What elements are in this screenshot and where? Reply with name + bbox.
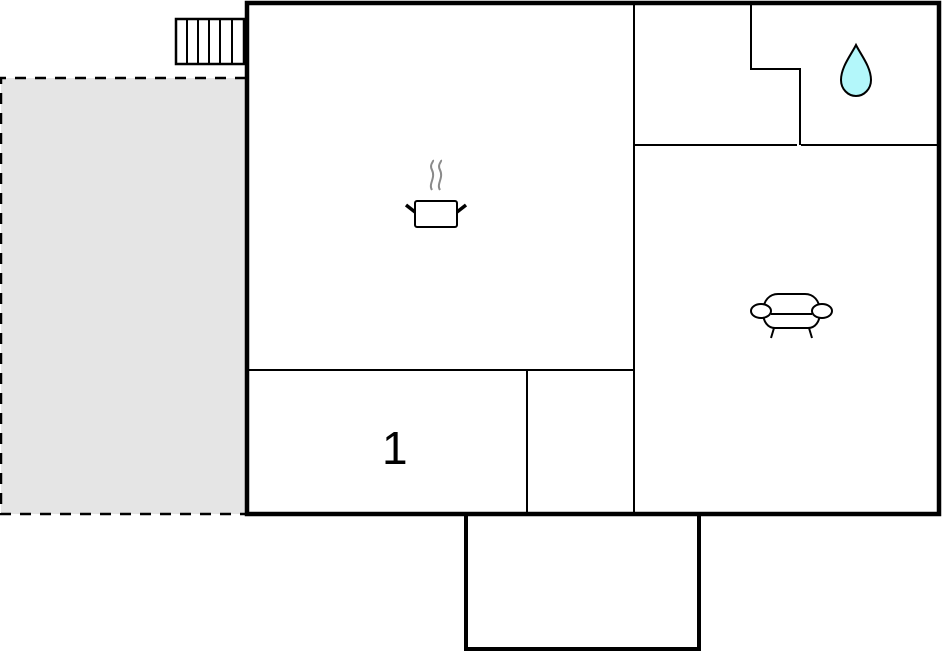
bedroom-number-label: 1 (382, 422, 408, 474)
sofa-icon (750, 293, 833, 339)
cooking-pot-icon (404, 159, 468, 228)
porch (464, 514, 701, 651)
terrace (0, 76, 246, 516)
interior-walls (247, 3, 938, 514)
stairs (174, 17, 246, 66)
exterior-walls (244, 0, 942, 517)
water-drop-icon (839, 42, 873, 98)
